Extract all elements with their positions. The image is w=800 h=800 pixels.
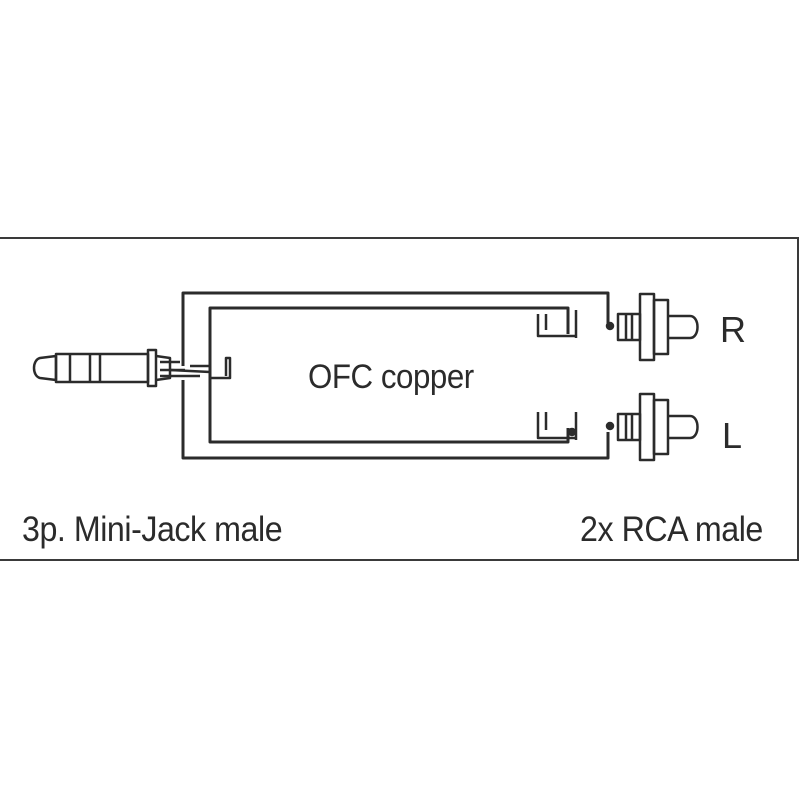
rca-right-plug-icon xyxy=(616,292,699,362)
cable-outer-wire xyxy=(181,291,610,366)
cable-outer-wire-left xyxy=(181,380,610,460)
rca-left-plug-icon xyxy=(616,392,699,462)
rca-connector-label: 2x RCA male xyxy=(580,510,763,549)
cable-label: OFC copper xyxy=(308,358,474,396)
rca-right-terminal xyxy=(536,310,615,338)
channel-left-label: L xyxy=(722,415,742,456)
channel-right-label: R xyxy=(720,309,746,350)
cable-inner-wire xyxy=(208,306,570,372)
rca-left-terminal xyxy=(536,412,615,440)
mini-jack-connector-label: 3p. Mini-Jack male xyxy=(22,510,283,549)
diagram-frame xyxy=(0,237,799,561)
mini-jack-plug-icon xyxy=(32,348,232,388)
cable-inner-wire-left xyxy=(208,372,570,444)
